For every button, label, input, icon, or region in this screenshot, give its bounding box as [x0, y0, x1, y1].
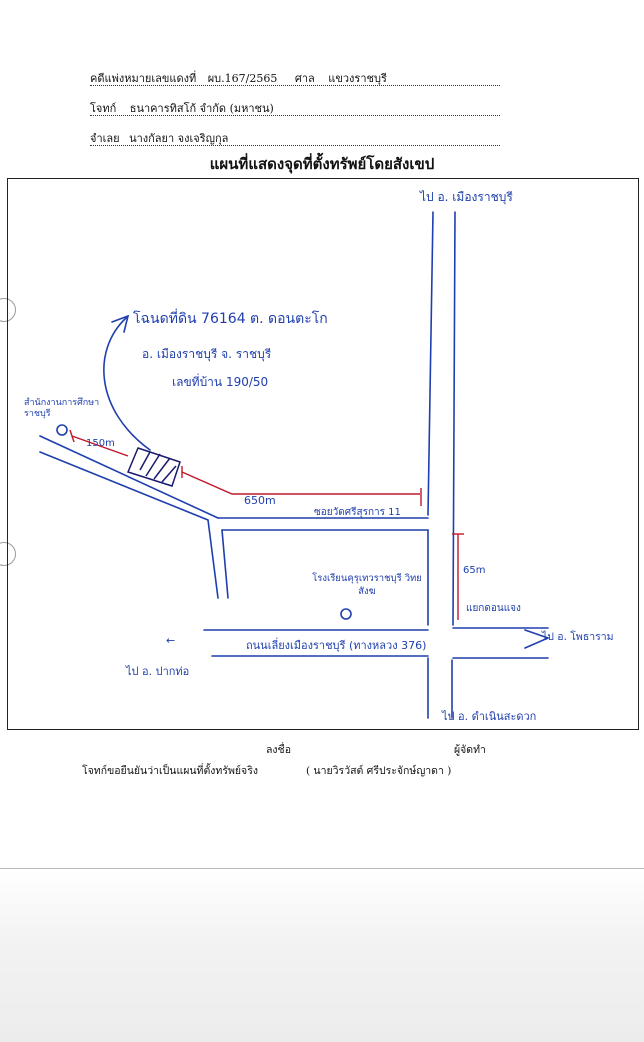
case-underline	[90, 85, 500, 86]
diag-road-lower	[39, 451, 219, 599]
signer-name: ( นายวิรวัสต์ ศรีประจักษ์ญาดา )	[306, 765, 452, 777]
label-bypass-road: ถนนเลี่ยงเมืองราชบุรี (ทางหลวง 376)	[246, 639, 427, 652]
signed-label: ลงชื่อ	[266, 744, 291, 756]
label-65m: 65m	[463, 565, 486, 576]
plaintiff-label: โจทก์	[90, 102, 117, 115]
arrow-to-photharam	[524, 629, 551, 649]
office-marker	[56, 424, 68, 436]
plaintiff-name: ธนาคารทิสโก้ จำกัด (มหาชน)	[129, 102, 274, 115]
case-number: ผบ.167/2565	[207, 72, 278, 85]
label-deed: โฉนดที่ดิน 76164 ต. ดอนตะโก	[133, 311, 328, 327]
dim-650-line	[181, 471, 420, 495]
dim-150-tick	[69, 429, 75, 443]
defendant-name: นางกัลยา จงเจริญกุล	[129, 132, 229, 145]
label-soi: ซอยวัดศรีสุรการ 11	[314, 507, 401, 518]
label-to-damnoen: ไป อ. ดำเนินสะดวก	[442, 710, 537, 723]
defendant-line: จำเลย นางกัลยา จงเจริญกุล	[90, 129, 228, 147]
defendant-label: จำเลย	[90, 132, 120, 145]
branch-road-east	[221, 529, 229, 599]
label-to-photharam: ไป อ. โพธาราม	[542, 631, 614, 643]
label-650m: 650m	[244, 494, 276, 507]
dim-150-line	[71, 435, 129, 457]
case-label: คดีแพ่งหมายเลขแดงที่	[90, 72, 197, 85]
arrow-to-pak-tho: ←	[166, 634, 176, 647]
label-office: สำนักงานการศึกษา ราชบุรี	[24, 398, 100, 419]
label-to-mueang: ไป อ. เมืองราชบุรี	[420, 190, 513, 204]
property-parcel	[126, 447, 181, 487]
plaintiff-underline	[90, 115, 500, 116]
case-line: คดีแพ่งหมายเลขแดงที่ ผบ.167/2565 ศาล แขว…	[90, 69, 387, 87]
road-north-west-edge	[427, 211, 434, 516]
soi-south-edge	[221, 529, 429, 626]
label-district: อ. เมืองราชบุรี จ. ราชบุรี	[142, 347, 272, 361]
school-marker	[340, 608, 352, 620]
plaintiff-line: โจทก์ ธนาคารทิสโก้ จำกัด (มหาชน)	[90, 99, 274, 117]
label-house: เลขที่บ้าน 190/50	[172, 375, 269, 389]
scan-shadow	[0, 870, 644, 1042]
court-name: แขวงราชบุรี	[328, 72, 387, 85]
label-junction: แยกดอนแจง	[466, 603, 521, 614]
certify-text: โจทก์ขอยืนยันว่าเป็นแผนที่ตั้งทรัพย์จริง	[82, 765, 258, 777]
label-150m: 150m	[86, 438, 115, 449]
diag-road-upper	[39, 435, 219, 519]
label-school: โรงเรียนคุรุเทวราชบุรี วิทยสังฆ	[312, 573, 422, 597]
court-label: ศาล	[294, 72, 315, 85]
deed-arrow	[103, 317, 151, 451]
map-frame	[7, 178, 639, 730]
map-title: แผนที่แสดงจุดที่ตั้งทรัพย์โดยสังเขป	[209, 155, 435, 173]
road-north-east-edge	[452, 211, 456, 626]
deed-arrowhead	[111, 314, 130, 333]
defendant-underline	[90, 145, 500, 146]
label-to-pak-tho: ไป อ. ปากท่อ	[126, 665, 190, 678]
page-edge-line	[0, 868, 644, 869]
maker-label: ผู้จัดทำ	[454, 744, 486, 756]
